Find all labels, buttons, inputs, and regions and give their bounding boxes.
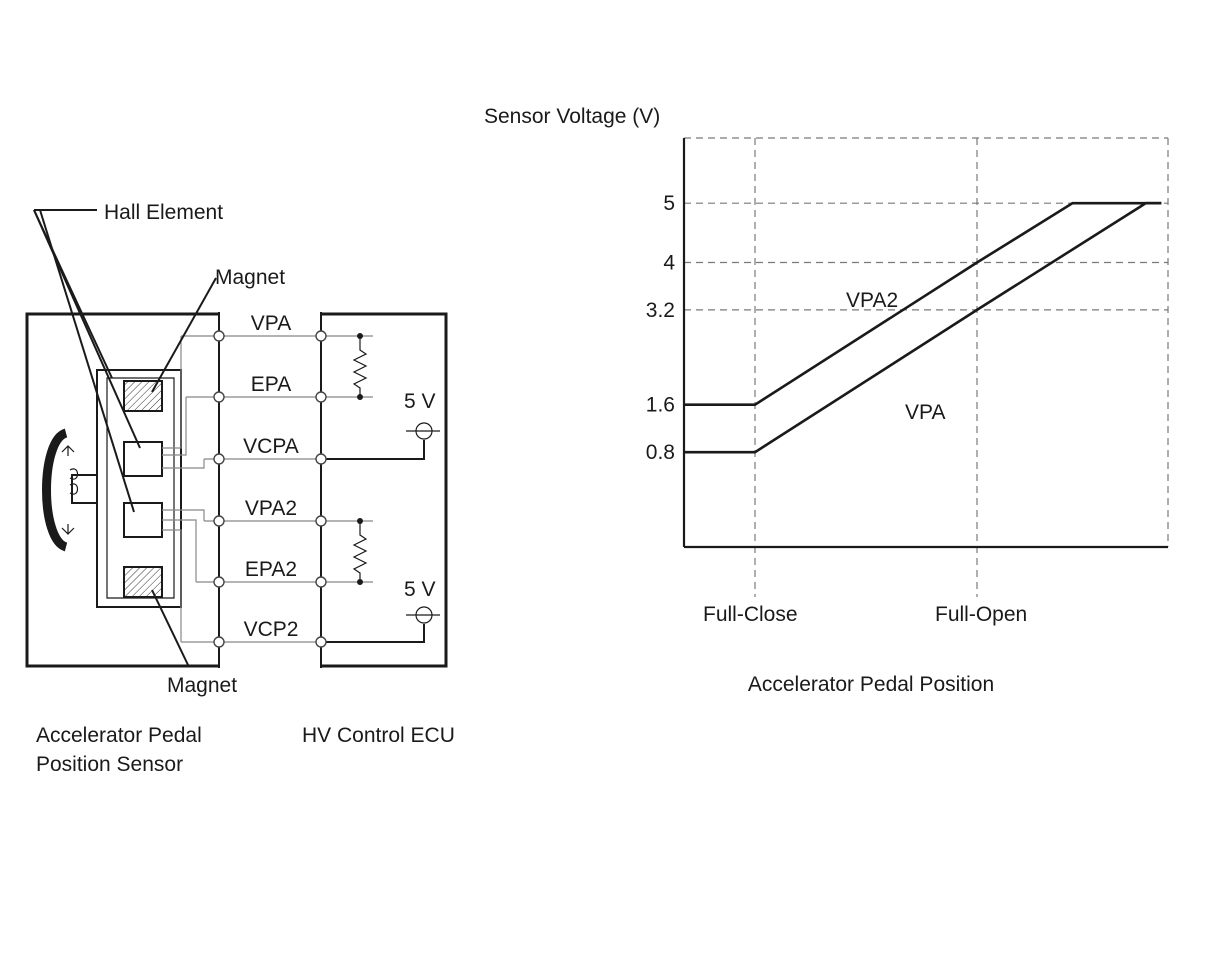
signal-row-vcpa xyxy=(204,440,425,465)
y-tick-label: 4 xyxy=(663,251,675,274)
y-tick-label: 1.6 xyxy=(646,394,675,417)
signal-label-epa2: EPA2 xyxy=(245,558,297,581)
magnet-top-label: Magnet xyxy=(215,266,285,289)
wire-vpa-internal xyxy=(162,336,182,449)
shaft-curl-icon xyxy=(69,468,79,480)
signal-label-epa: EPA xyxy=(251,373,291,396)
series-label-vpa: VPA xyxy=(905,401,945,424)
supply-symbol-1 xyxy=(406,422,440,440)
magnet-bottom xyxy=(123,566,163,598)
magnet-top-leader xyxy=(151,277,217,393)
y-tick-label: 5 xyxy=(663,192,675,215)
wire-vcpa-internal xyxy=(162,459,205,469)
wire-vpa2-internal xyxy=(162,509,205,521)
signal-label-vpa2: VPA2 xyxy=(245,497,297,520)
shaft-curl-icon-2 xyxy=(69,483,79,495)
supply-symbol-2 xyxy=(406,606,440,624)
magnet-bottom-label: Magnet xyxy=(167,674,237,697)
wire-epa-internal xyxy=(162,397,187,456)
sensor-shaft xyxy=(71,474,97,504)
sensor-label-line1: Accelerator Pedal xyxy=(36,724,202,747)
signal-row-vpa xyxy=(181,330,373,342)
wire-epa2-internal xyxy=(162,519,197,582)
supply-label-2: 5 V xyxy=(404,578,436,601)
signal-label-vcp2: VCP2 xyxy=(244,618,299,641)
rotation-arrow-down-icon xyxy=(61,524,75,535)
sensor-label-line2: Position Sensor xyxy=(36,753,183,776)
x-tick-label: Full-Close xyxy=(703,603,798,626)
supply-label-1: 5 V xyxy=(404,390,436,413)
ecu-label: HV Control ECU xyxy=(302,724,455,747)
series-label-vpa2: VPA2 xyxy=(846,289,898,312)
rotation-arc xyxy=(42,428,69,552)
hall-element-label: Hall Element xyxy=(104,201,223,224)
chart-ylabel: Sensor Voltage (V) xyxy=(484,105,660,128)
sensor-housing-inner xyxy=(106,377,175,599)
y-tick-label: 3.2 xyxy=(646,299,675,322)
rotation-arrow-up-icon xyxy=(61,445,75,456)
hall-element-top xyxy=(123,441,163,477)
hall-element-bottom xyxy=(123,502,163,538)
series-line-vpa xyxy=(684,201,1162,454)
magnet-bottom-leader xyxy=(151,589,190,668)
wire-vcp2-internal xyxy=(162,529,182,642)
ecu-box xyxy=(322,312,448,668)
chart-xlabel: Accelerator Pedal Position xyxy=(748,673,994,696)
sensor-voltage-chart: Sensor Voltage (V) Accelerator Pedal Pos… xyxy=(484,105,1169,696)
circuit-diagram: Hall Element Magnet Magnet VPA EPA VCPA … xyxy=(25,201,455,776)
signal-label-vcpa: VCPA xyxy=(243,435,299,458)
y-tick-label: 0.8 xyxy=(646,441,675,464)
signal-row-epa2 xyxy=(196,576,373,588)
signal-row-vpa2 xyxy=(204,515,373,527)
signal-row-epa xyxy=(186,391,373,403)
signal-label-vpa: VPA xyxy=(251,312,291,335)
resistor-1 xyxy=(352,333,368,400)
chart-frame xyxy=(682,137,1169,549)
x-tick-label: Full-Open xyxy=(935,603,1027,626)
sensor-box xyxy=(25,312,219,668)
series-line-vpa2 xyxy=(684,201,1162,406)
chart-grid xyxy=(684,138,1168,597)
chart-series xyxy=(684,201,1162,454)
signal-row-vcp2 xyxy=(181,624,425,648)
resistor-2 xyxy=(352,518,368,585)
sensor-housing xyxy=(96,369,182,608)
hall-element-leaders xyxy=(33,209,141,513)
